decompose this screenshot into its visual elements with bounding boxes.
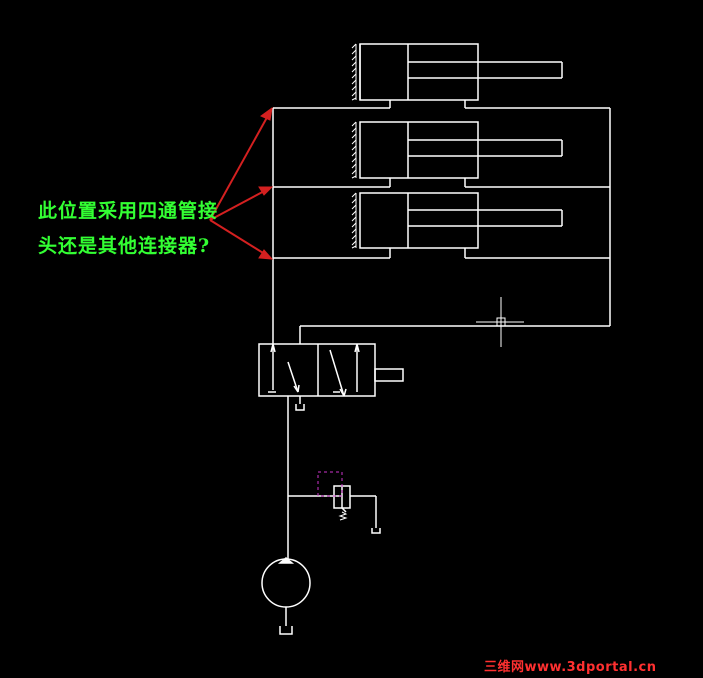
pointer-arrows [210,108,272,259]
wall-hatch [352,193,356,248]
crosshair-cursor-icon [476,297,524,347]
wall-hatch [352,122,356,178]
relief-valve-icon [334,486,350,520]
question-line-1: 此位置采用四通管接 [38,200,219,222]
hydraulic-cylinder-icon [360,122,562,187]
hydraulic-cylinder-icon [360,44,562,108]
hydraulic-lines [273,108,610,562]
directional-valve-icon [259,344,403,410]
question-annotation: 此位置采用四通管接 头还是其他连接器? [38,194,218,264]
wall-hatch [352,44,356,100]
hydraulic-pump-icon [262,558,310,626]
tank-symbol-icon [280,626,292,634]
pilot-dashed-box [318,472,342,496]
tank-symbol-icon [372,528,380,533]
question-line-2: 头还是其他连接器? [38,235,211,257]
site-watermark: 三维网www.3dportal.cn [484,660,657,675]
hydraulic-cylinder-icon [360,193,562,258]
